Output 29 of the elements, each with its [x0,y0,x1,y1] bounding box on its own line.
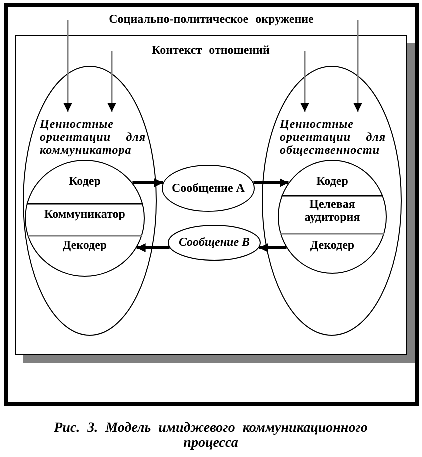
box-heading: Контекст отношений [152,44,270,57]
ellipse-label: Ценностные ориентации для общественности [280,118,386,157]
value-ellipse [23,66,157,336]
value-ellipse [262,66,402,336]
outer-frame [4,3,419,406]
divided-circle [25,160,145,277]
arrow [300,52,310,112]
ellipse-label: Ценностные ориентации для коммуникатора [40,118,146,157]
arrow [136,244,170,252]
arrow [254,178,289,188]
segment-label: Кодер [69,175,101,188]
segment-label: Декодер [62,239,108,252]
message-ellipse [168,225,261,261]
message-label: Сообщение А [172,182,245,195]
segment-label: Кодер [316,175,348,188]
arrow [354,20,362,112]
message-label: Сообщение В [178,236,250,249]
divided-circle [278,160,387,274]
segment-label: Декодер [310,239,355,252]
figure-caption: Рис. 3. Модель имиджевого коммуникационного процесса [53,421,369,451]
arrow [132,178,164,188]
arrow [259,244,287,252]
arrow [64,20,72,112]
segment-label: Коммуникатор [44,208,126,221]
context-box [15,35,407,355]
frame-heading: Социально-политическое окружение [109,13,314,26]
message-ellipse [162,165,255,212]
arrow [108,52,116,112]
segment-label: Целевая аудитория [304,198,362,224]
